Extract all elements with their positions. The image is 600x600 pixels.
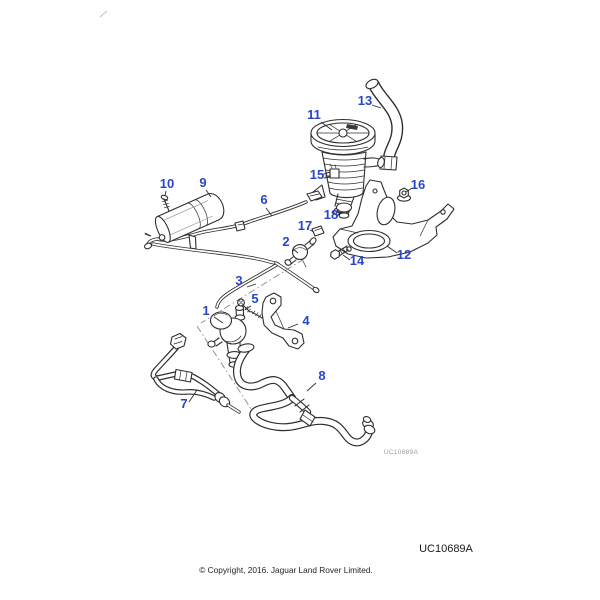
callout-leader-lines bbox=[164, 104, 413, 403]
callout-17: 17 bbox=[298, 218, 312, 233]
bracket-hole bbox=[372, 188, 378, 194]
part-14-bolt bbox=[330, 245, 349, 260]
inline-diagram-code: UC10689A bbox=[384, 449, 419, 456]
bracket-slot bbox=[376, 196, 396, 226]
callout-12: 12 bbox=[397, 247, 411, 262]
hose-opening bbox=[365, 78, 379, 90]
part-17-clip bbox=[311, 225, 325, 237]
harness-connector bbox=[306, 190, 323, 202]
part-5-screw bbox=[237, 298, 263, 319]
part-7-pipe bbox=[150, 332, 241, 414]
callout-2: 2 bbox=[282, 234, 289, 249]
part-15-pump-fitting bbox=[306, 163, 340, 202]
bracket-hole bbox=[291, 337, 299, 345]
callout-14: 14 bbox=[350, 253, 365, 268]
callout-9: 9 bbox=[199, 175, 206, 190]
part-3-pipe bbox=[151, 220, 320, 309]
callout-11: 11 bbox=[307, 107, 321, 122]
copyright-text: © Copyright, 2016. Jaguar Land Rover Lim… bbox=[199, 565, 373, 575]
part-18-grommet bbox=[335, 202, 353, 219]
pump-hub bbox=[338, 128, 348, 138]
pipe-coupler bbox=[173, 368, 193, 383]
pump-intake-grille bbox=[346, 124, 358, 130]
part-4-bracket bbox=[261, 292, 305, 350]
alignment-centerlines bbox=[196, 258, 305, 422]
part-13-hose bbox=[365, 78, 404, 171]
part-9-vacuum-reservoir bbox=[154, 193, 225, 243]
pipe-strap bbox=[188, 234, 197, 250]
callout-5: 5 bbox=[251, 291, 258, 306]
callout-16: 16 bbox=[411, 177, 425, 192]
bolt-head bbox=[330, 249, 341, 260]
callout-13: 13 bbox=[358, 93, 372, 108]
callout-1: 1 bbox=[202, 303, 209, 318]
bracket-hole bbox=[269, 297, 277, 305]
pipe-nut bbox=[169, 332, 187, 350]
callout-15: 15 bbox=[310, 167, 324, 182]
hose-clamps bbox=[294, 398, 310, 413]
footer-diagram-code: UC10689A bbox=[419, 543, 473, 555]
part-6-vacuum-hose bbox=[143, 200, 308, 250]
callout-3: 3 bbox=[235, 273, 242, 288]
part-16-nut bbox=[396, 187, 412, 202]
callout-4: 4 bbox=[302, 313, 310, 328]
callout-7: 7 bbox=[180, 396, 187, 411]
part-8-hose bbox=[233, 343, 376, 447]
part-1-check-valve bbox=[207, 304, 247, 368]
valve-diaphragm bbox=[209, 311, 233, 330]
callout-numbers: 1 2 3 4 5 6 7 8 9 10 11 12 13 14 15 16 1… bbox=[160, 93, 425, 411]
scan-artifact-mark bbox=[99, 10, 108, 18]
hose-flange bbox=[237, 343, 255, 353]
callout-18: 18 bbox=[324, 207, 338, 222]
part-2-solenoid-valve bbox=[284, 237, 317, 268]
part-12-mounting-bracket bbox=[332, 179, 455, 259]
callout-10: 10 bbox=[160, 176, 174, 191]
callout-8: 8 bbox=[318, 368, 325, 383]
bracket-hole bbox=[440, 209, 446, 215]
pipe-open-end bbox=[312, 286, 320, 294]
bracket-hole bbox=[346, 246, 352, 252]
reservoir-port bbox=[158, 234, 166, 241]
pipe-clip bbox=[234, 220, 246, 232]
part-10-screw bbox=[160, 194, 170, 212]
hose-end-fitting bbox=[143, 242, 153, 250]
callout-6: 6 bbox=[260, 192, 267, 207]
pump-body bbox=[321, 151, 367, 199]
